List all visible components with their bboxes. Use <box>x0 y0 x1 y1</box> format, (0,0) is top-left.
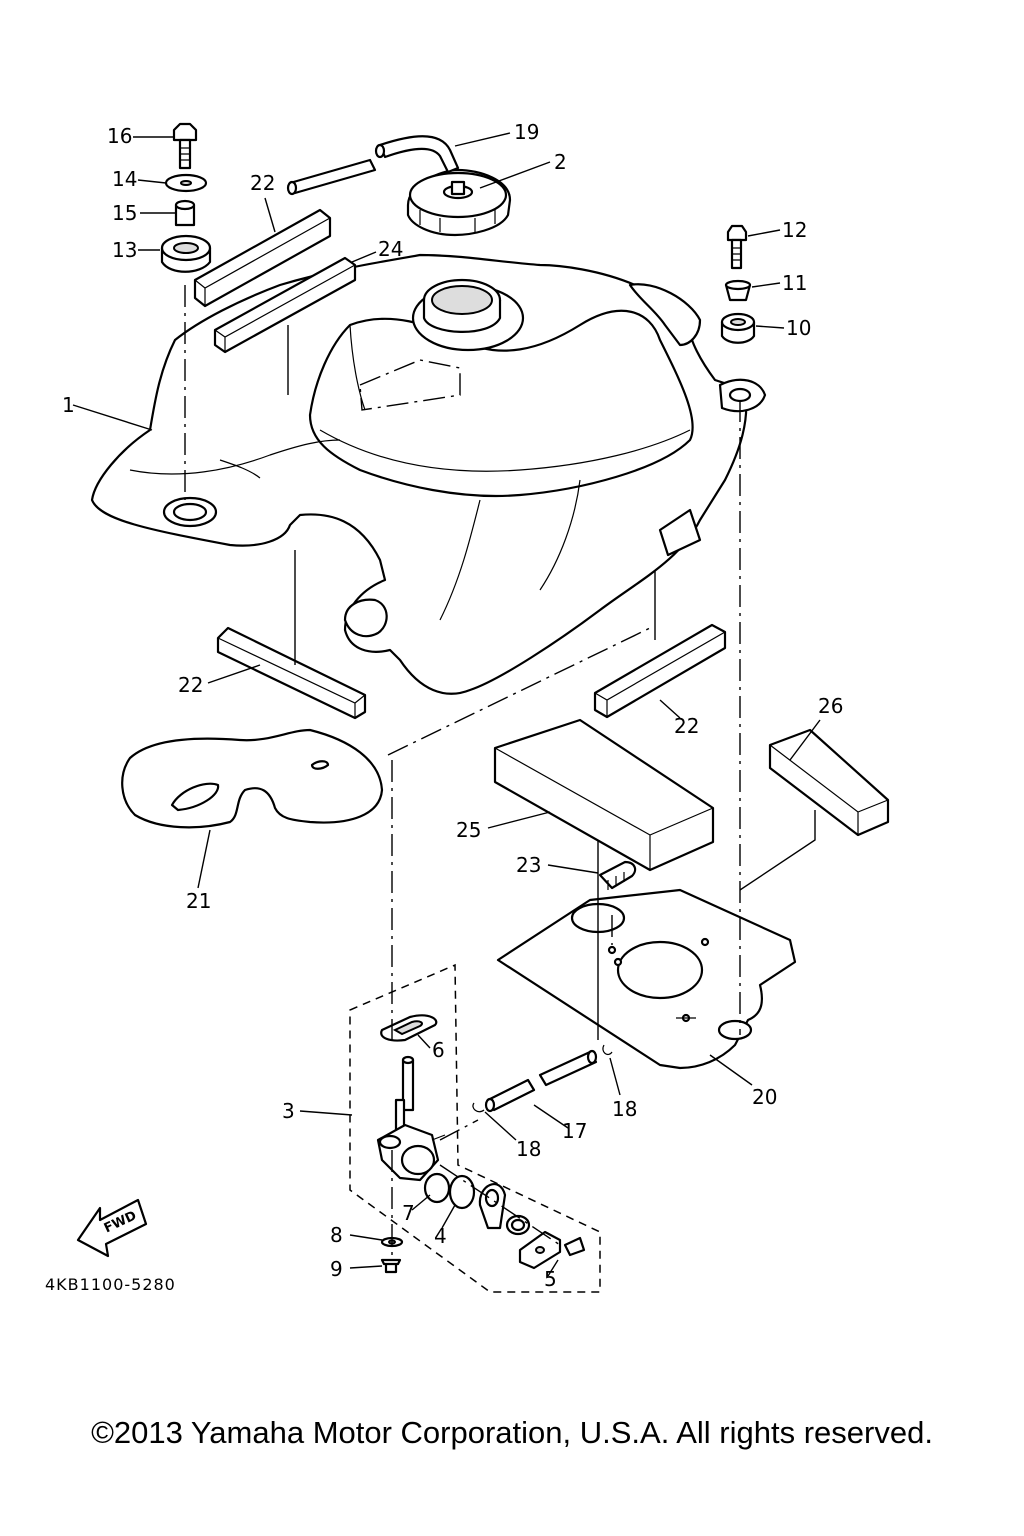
callout-18-left: 18 <box>516 1137 541 1161</box>
fuel-cock-assembly <box>376 1014 586 1274</box>
callout-2: 2 <box>554 150 567 174</box>
damper-26 <box>768 728 890 837</box>
callout-23: 23 <box>516 853 541 877</box>
callout-13: 13 <box>112 238 137 262</box>
callout-labels: 16 14 15 13 1 19 2 22 24 12 11 10 22 22 … <box>45 120 843 1294</box>
callout-17: 17 <box>562 1119 587 1143</box>
hose-clip-18 <box>472 1044 613 1113</box>
callout-10: 10 <box>786 316 811 340</box>
fwd-arrow-icon: FWD <box>76 1198 148 1258</box>
callout-7: 7 <box>402 1201 415 1225</box>
protector-plate-20 <box>496 888 797 1070</box>
clip-23 <box>598 860 637 890</box>
callout-25: 25 <box>456 818 481 842</box>
fuel-tank <box>90 253 767 695</box>
callout-14: 14 <box>112 167 137 191</box>
callout-22-right: 22 <box>674 714 699 738</box>
assembly-lines <box>184 285 741 1260</box>
callout-11: 11 <box>782 271 807 295</box>
callout-6: 6 <box>432 1038 445 1062</box>
callout-19: 19 <box>514 120 539 144</box>
callout-1: 1 <box>62 393 75 417</box>
leader-lines <box>72 132 821 1277</box>
callout-22-top: 22 <box>250 171 275 195</box>
callout-4: 4 <box>434 1224 447 1248</box>
callout-22-left: 22 <box>178 673 203 697</box>
guide-lines <box>287 325 816 1040</box>
callout-26: 26 <box>818 694 843 718</box>
callout-24: 24 <box>378 237 403 261</box>
part-code: 4KB1100-5280 <box>45 1275 176 1294</box>
callout-5: 5 <box>544 1267 557 1291</box>
callout-18-right: 18 <box>612 1097 637 1121</box>
left-mount-hardware <box>160 122 212 273</box>
callout-20: 20 <box>752 1085 777 1109</box>
callout-12: 12 <box>782 218 807 242</box>
protector-plate-21 <box>121 728 384 829</box>
callout-9: 9 <box>330 1257 343 1281</box>
callout-15: 15 <box>112 201 137 225</box>
callout-21: 21 <box>186 889 211 913</box>
callout-16: 16 <box>107 124 132 148</box>
damper-top-24 <box>213 256 357 354</box>
damper-bottom-left-22 <box>216 626 367 720</box>
fuel-cap <box>406 168 512 237</box>
fuel-hose-17 <box>484 1049 598 1113</box>
damper-top-22 <box>193 208 332 308</box>
damper-25 <box>493 718 715 872</box>
copyright-notice: ©2013 Yamaha Motor Corporation, U.S.A. A… <box>91 1415 933 1450</box>
fuel-cock-assembly-box <box>349 963 601 1293</box>
callout-8: 8 <box>330 1223 343 1247</box>
breather-hose <box>286 135 460 196</box>
callout-3: 3 <box>282 1099 295 1123</box>
damper-bottom-right-22 <box>593 623 727 719</box>
right-mount-hardware <box>720 224 756 344</box>
